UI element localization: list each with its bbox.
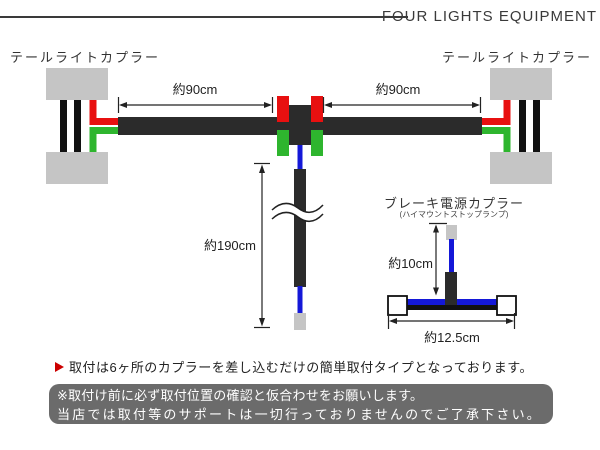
- right-coupler-red-wire: [482, 100, 511, 125]
- harness-bar-right: [311, 117, 482, 135]
- right-coupler-green-wire: [482, 127, 511, 152]
- right-coupler-top-connector: [490, 68, 552, 100]
- junction-red-loop-right: [311, 96, 323, 122]
- header-rule: [0, 16, 408, 18]
- install-note-text: 取付は6ヶ所のカプラーを差し込むだけの簡単取付タイプとなっております。: [69, 360, 534, 375]
- brake-coupler-label: ブレーキ電源カプラー: [383, 196, 524, 211]
- cable-break-wave-top: [271, 202, 324, 214]
- warning-line-2: 当店では取付等のサポートは一切行っておりませんのでご了承下さい。: [57, 407, 542, 422]
- left-coupler-bottom-connector: [46, 152, 108, 184]
- left-coupler-label: テールライトカプラー: [10, 50, 161, 65]
- triangle-bullet-icon: [55, 361, 64, 372]
- right-coupler-label: テールライトカプラー: [441, 50, 592, 65]
- cable-break-mask: [272, 203, 323, 222]
- harness-bar-left: [118, 117, 289, 135]
- measure-arrow-10cm: [429, 222, 447, 296]
- warning-line-1: ※取付け前に必ず取付位置の確認と仮合わせをお願いします。: [57, 388, 424, 403]
- left-coupler-top-connector: [46, 68, 108, 100]
- measure-label-right-90cm: 約90cm: [375, 82, 421, 97]
- brake-sleeve: [445, 272, 457, 305]
- left-coupler-red-wire: [89, 100, 118, 125]
- measure-arrow-left-90cm: [117, 97, 274, 113]
- measure-label-left-90cm: 約90cm: [172, 82, 218, 97]
- left-coupler-black-wire-1: [60, 100, 67, 152]
- right-coupler-bottom-connector: [490, 152, 552, 184]
- brake-coupler-sublabel: (ハイマウントストップランプ): [399, 210, 509, 219]
- junction-green-loop-right: [311, 130, 323, 156]
- brake-black-bar: [403, 305, 500, 310]
- junction-box: [289, 105, 311, 145]
- cable-break-wave-bottom: [271, 211, 324, 223]
- measure-label-10cm: 約10cm: [388, 256, 433, 271]
- left-coupler-black-wire-2: [74, 100, 81, 152]
- left-coupler-green-wire: [89, 127, 118, 152]
- brake-white-connector-left: [387, 295, 408, 316]
- measure-arrow-190cm: [254, 162, 270, 329]
- junction-green-loop-left: [277, 130, 289, 156]
- warning-note-box: ※取付け前に必ず取付位置の確認と仮合わせをお願いします。 当店では取付等のサポー…: [49, 384, 553, 424]
- right-coupler-black-wire-1: [519, 100, 526, 152]
- measure-arrow-right-90cm: [322, 97, 482, 113]
- brake-white-connector-right: [496, 295, 517, 316]
- install-note-row: 取付は6ヶ所のカプラーを差し込むだけの簡単取付タイプとなっております。: [55, 357, 533, 376]
- measure-label-12-5cm: 約12.5cm: [424, 330, 480, 345]
- center-sleeve: [294, 169, 306, 287]
- page-title: FOUR LIGHTS EQUIPMENT: [381, 8, 597, 25]
- junction-red-loop-left: [277, 96, 289, 122]
- measure-label-190cm: 約190cm: [203, 238, 256, 253]
- brake-top-connector: [446, 225, 457, 240]
- measure-arrow-12-5cm: [387, 313, 516, 329]
- center-end-connector: [294, 313, 306, 330]
- right-coupler-black-wire-2: [533, 100, 540, 152]
